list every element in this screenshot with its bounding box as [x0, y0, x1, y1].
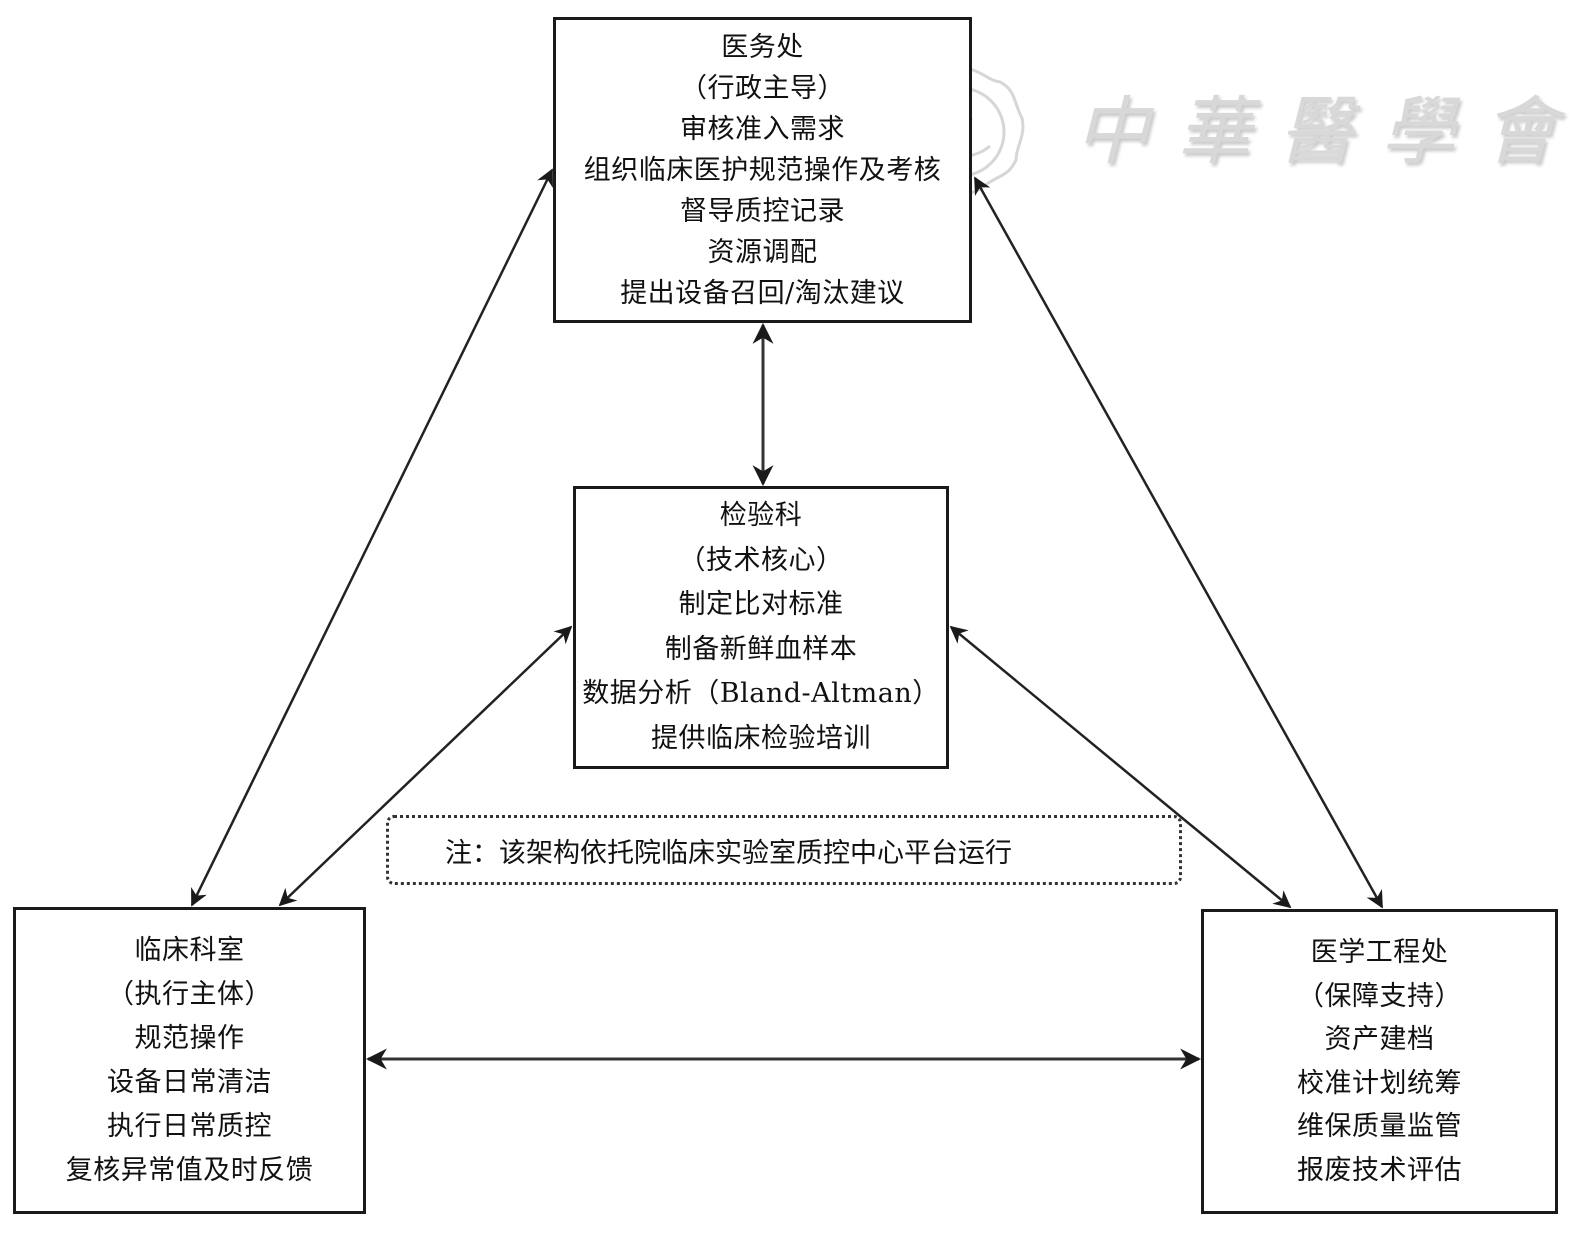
connector-top-left — [190, 168, 554, 907]
node-title: 医务处 — [721, 31, 804, 63]
node-duty: 复核异常值及时反馈 — [65, 1154, 314, 1186]
node-duty: 执行日常质控 — [107, 1110, 272, 1142]
node-role: （保障支持） — [1297, 980, 1462, 1012]
node-duty: 提出设备召回/淘汰建议 — [620, 277, 905, 309]
note-box: 注：该架构依托院临床实验室质控中心平台运行 — [386, 815, 1182, 885]
node-medical-affairs: 医务处 （行政主导） 审核准入需求 组织临床医护规范操作及考核 督导质控记录 资… — [553, 17, 972, 323]
note-text: 注：该架构依托院临床实验室质控中心平台运行 — [445, 837, 1012, 869]
node-duty: 数据分析（Bland-Altman） — [582, 678, 940, 709]
node-duty: 制备新鲜血样本 — [664, 633, 858, 665]
node-duty: 组织临床医护规范操作及考核 — [583, 154, 942, 186]
node-duty: 制定比对标准 — [678, 589, 844, 620]
node-title: 检验科 — [719, 500, 803, 531]
node-duty: 报废技术评估 — [1297, 1154, 1462, 1186]
node-duty: 校准计划统筹 — [1297, 1067, 1462, 1099]
node-role: （技术核心） — [678, 544, 844, 576]
node-title: 临床科室 — [134, 934, 245, 966]
node-clinical-departments: 临床科室 （执行主体） 规范操作 设备日常清洁 执行日常质控 复核异常值及时反馈 — [13, 907, 366, 1214]
connector-center-left — [278, 625, 573, 907]
node-role: （执行主体） — [107, 978, 272, 1010]
node-medical-engineering: 医学工程处 （保障支持） 资产建档 校准计划统筹 维保质量监管 报废技术评估 — [1201, 909, 1558, 1214]
node-duty: 督导质控记录 — [680, 195, 845, 227]
node-laboratory: 检验科 （技术核心） 制定比对标准 制备新鲜血样本 数据分析（Bland-Alt… — [573, 486, 949, 769]
node-duty: 提供临床检验培训 — [651, 722, 871, 754]
node-duty: 规范操作 — [134, 1022, 245, 1054]
node-duty: 资产建档 — [1324, 1024, 1435, 1055]
node-duty: 设备日常清洁 — [107, 1066, 272, 1098]
node-duty: 资源调配 — [707, 236, 818, 268]
connector-center-right — [949, 625, 1292, 909]
node-role: （行政主导） — [680, 72, 845, 104]
node-duty: 审核准入需求 — [680, 113, 845, 145]
node-duty: 维保质量监管 — [1297, 1111, 1462, 1142]
connector-top-right — [973, 176, 1384, 909]
node-title: 医学工程处 — [1310, 937, 1449, 968]
